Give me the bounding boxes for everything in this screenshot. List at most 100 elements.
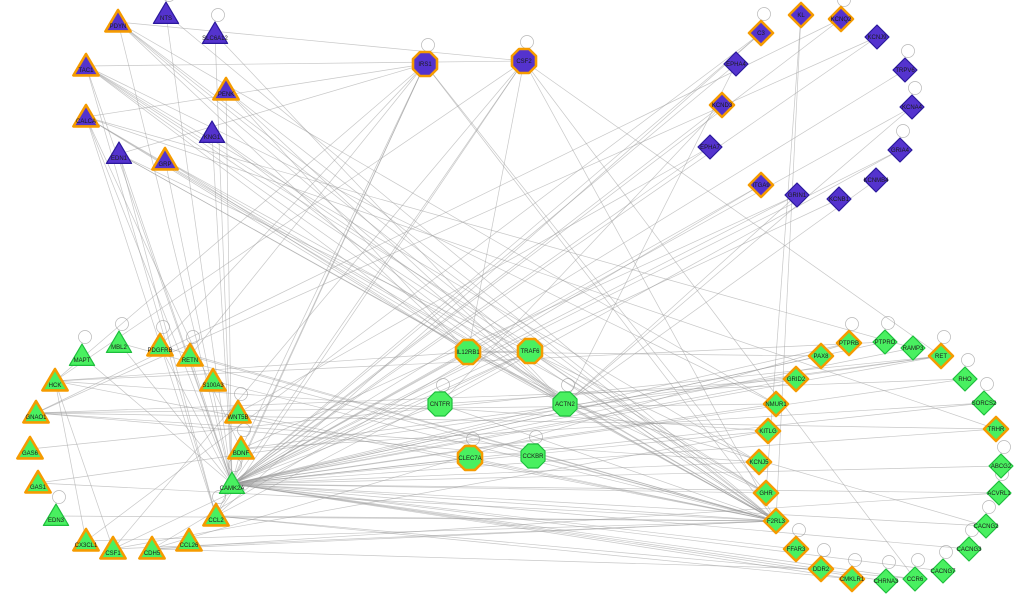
edge bbox=[231, 32, 762, 485]
node-RET[interactable] bbox=[927, 342, 955, 370]
node-CSF1[interactable] bbox=[99, 535, 127, 560]
node-SLC6A12[interactable] bbox=[201, 21, 229, 45]
node-CCR6[interactable] bbox=[902, 566, 928, 592]
node-EPHA4[interactable] bbox=[723, 51, 749, 77]
self-loop-edge bbox=[186, 330, 200, 344]
edge bbox=[231, 69, 906, 485]
edge bbox=[35, 18, 842, 414]
node-PDYN[interactable] bbox=[104, 8, 132, 33]
node-RETN[interactable] bbox=[176, 342, 204, 367]
node-KCNJ9[interactable] bbox=[864, 24, 890, 50]
node-MBL2[interactable] bbox=[105, 330, 133, 353]
edge bbox=[469, 457, 777, 522]
node-EPHA7[interactable] bbox=[697, 134, 723, 160]
edge bbox=[189, 355, 233, 485]
node-KCND3[interactable] bbox=[708, 91, 736, 119]
node-KCNQ2[interactable] bbox=[827, 5, 855, 33]
node-GRP[interactable] bbox=[151, 146, 179, 171]
edge bbox=[564, 194, 798, 405]
node-ABCG2[interactable] bbox=[988, 453, 1014, 479]
edge bbox=[231, 350, 531, 485]
node-GRIN1[interactable] bbox=[784, 182, 810, 208]
edge bbox=[214, 33, 566, 405]
node-KNG1[interactable] bbox=[198, 120, 226, 143]
node-CACNG7[interactable] bbox=[930, 558, 956, 584]
node-GHR[interactable] bbox=[752, 479, 780, 507]
node-RAMP3[interactable] bbox=[900, 335, 926, 361]
node-GAS6[interactable] bbox=[16, 435, 44, 460]
node-NTS[interactable] bbox=[152, 1, 180, 24]
node-S100A3[interactable] bbox=[199, 367, 227, 392]
node-GRIA4[interactable] bbox=[887, 137, 913, 163]
node-KCNMB4[interactable] bbox=[863, 167, 889, 193]
node-CHRNA3[interactable] bbox=[873, 568, 899, 594]
node-PDGFRB[interactable] bbox=[146, 332, 174, 357]
edge bbox=[112, 430, 769, 550]
node-IL12RB1[interactable] bbox=[454, 338, 482, 366]
node-CACNG3[interactable] bbox=[956, 536, 982, 562]
node-CLEC7A[interactable] bbox=[456, 444, 484, 472]
node-GRID2[interactable] bbox=[782, 365, 810, 393]
self-loop-edge bbox=[848, 553, 862, 567]
node-CX3CL1[interactable] bbox=[72, 527, 100, 552]
node-EDN3[interactable] bbox=[42, 503, 70, 527]
edge bbox=[159, 63, 426, 347]
self-loop-edge bbox=[237, 423, 251, 437]
edge bbox=[231, 149, 901, 485]
node-CSF2[interactable] bbox=[510, 47, 538, 75]
node-CALCA[interactable] bbox=[72, 103, 100, 128]
self-loop-edge bbox=[901, 44, 915, 58]
node-IRS1[interactable] bbox=[411, 50, 439, 78]
node-KCNJ5[interactable] bbox=[745, 448, 773, 476]
node-ACVRL1[interactable] bbox=[986, 480, 1012, 506]
node-NMUR1[interactable] bbox=[762, 390, 790, 418]
node-BDNF[interactable] bbox=[227, 435, 255, 460]
node-ITGA9[interactable] bbox=[747, 171, 775, 199]
node-TRHR[interactable] bbox=[982, 415, 1010, 443]
node-EDN1[interactable] bbox=[105, 141, 133, 164]
node-PENK[interactable] bbox=[212, 76, 240, 101]
node-CACNG2[interactable] bbox=[973, 513, 999, 539]
node-TRAF6[interactable] bbox=[516, 337, 544, 365]
edge bbox=[85, 116, 469, 353]
edge bbox=[117, 21, 525, 62]
edge bbox=[231, 18, 842, 485]
node-RHO[interactable] bbox=[952, 366, 978, 392]
edge bbox=[231, 60, 525, 485]
node-FFAR3[interactable] bbox=[782, 535, 810, 563]
node-CMKLR1[interactable] bbox=[838, 565, 866, 593]
node-KL[interactable] bbox=[787, 1, 815, 29]
node-TRPV6[interactable] bbox=[892, 57, 918, 83]
edge bbox=[237, 412, 777, 522]
node-GNAO1[interactable] bbox=[22, 399, 50, 424]
node-CNTFR[interactable] bbox=[427, 391, 453, 417]
edge bbox=[118, 153, 760, 463]
node-HCK[interactable] bbox=[41, 367, 69, 392]
node-PAX8[interactable] bbox=[807, 342, 835, 370]
node-CCKBR[interactable] bbox=[520, 443, 546, 469]
edge bbox=[231, 483, 853, 580]
node-C3[interactable] bbox=[747, 19, 775, 47]
node-ACTN2[interactable] bbox=[552, 391, 578, 417]
node-F2RL3[interactable] bbox=[762, 507, 790, 535]
node-SORCS2[interactable] bbox=[971, 390, 997, 416]
node-PTPRB[interactable] bbox=[835, 329, 863, 357]
node-CAMK2A[interactable] bbox=[218, 471, 246, 494]
node-KCNB1[interactable] bbox=[826, 186, 852, 212]
node-CCL26[interactable] bbox=[175, 527, 203, 552]
edge bbox=[215, 350, 531, 517]
node-GAS1[interactable] bbox=[24, 469, 52, 494]
node-PTPRO[interactable] bbox=[872, 329, 898, 355]
edge bbox=[55, 515, 777, 522]
edge bbox=[467, 60, 525, 353]
node-DDR2[interactable] bbox=[807, 555, 835, 583]
node-CCL2[interactable] bbox=[202, 502, 230, 527]
node-TAC1[interactable] bbox=[72, 52, 100, 77]
node-KITLG[interactable] bbox=[754, 417, 782, 445]
node-WNT5B[interactable] bbox=[224, 399, 252, 424]
node-KCNA4[interactable] bbox=[899, 94, 925, 120]
node-MAPT[interactable] bbox=[68, 343, 96, 366]
node-CDH5[interactable] bbox=[138, 535, 166, 560]
